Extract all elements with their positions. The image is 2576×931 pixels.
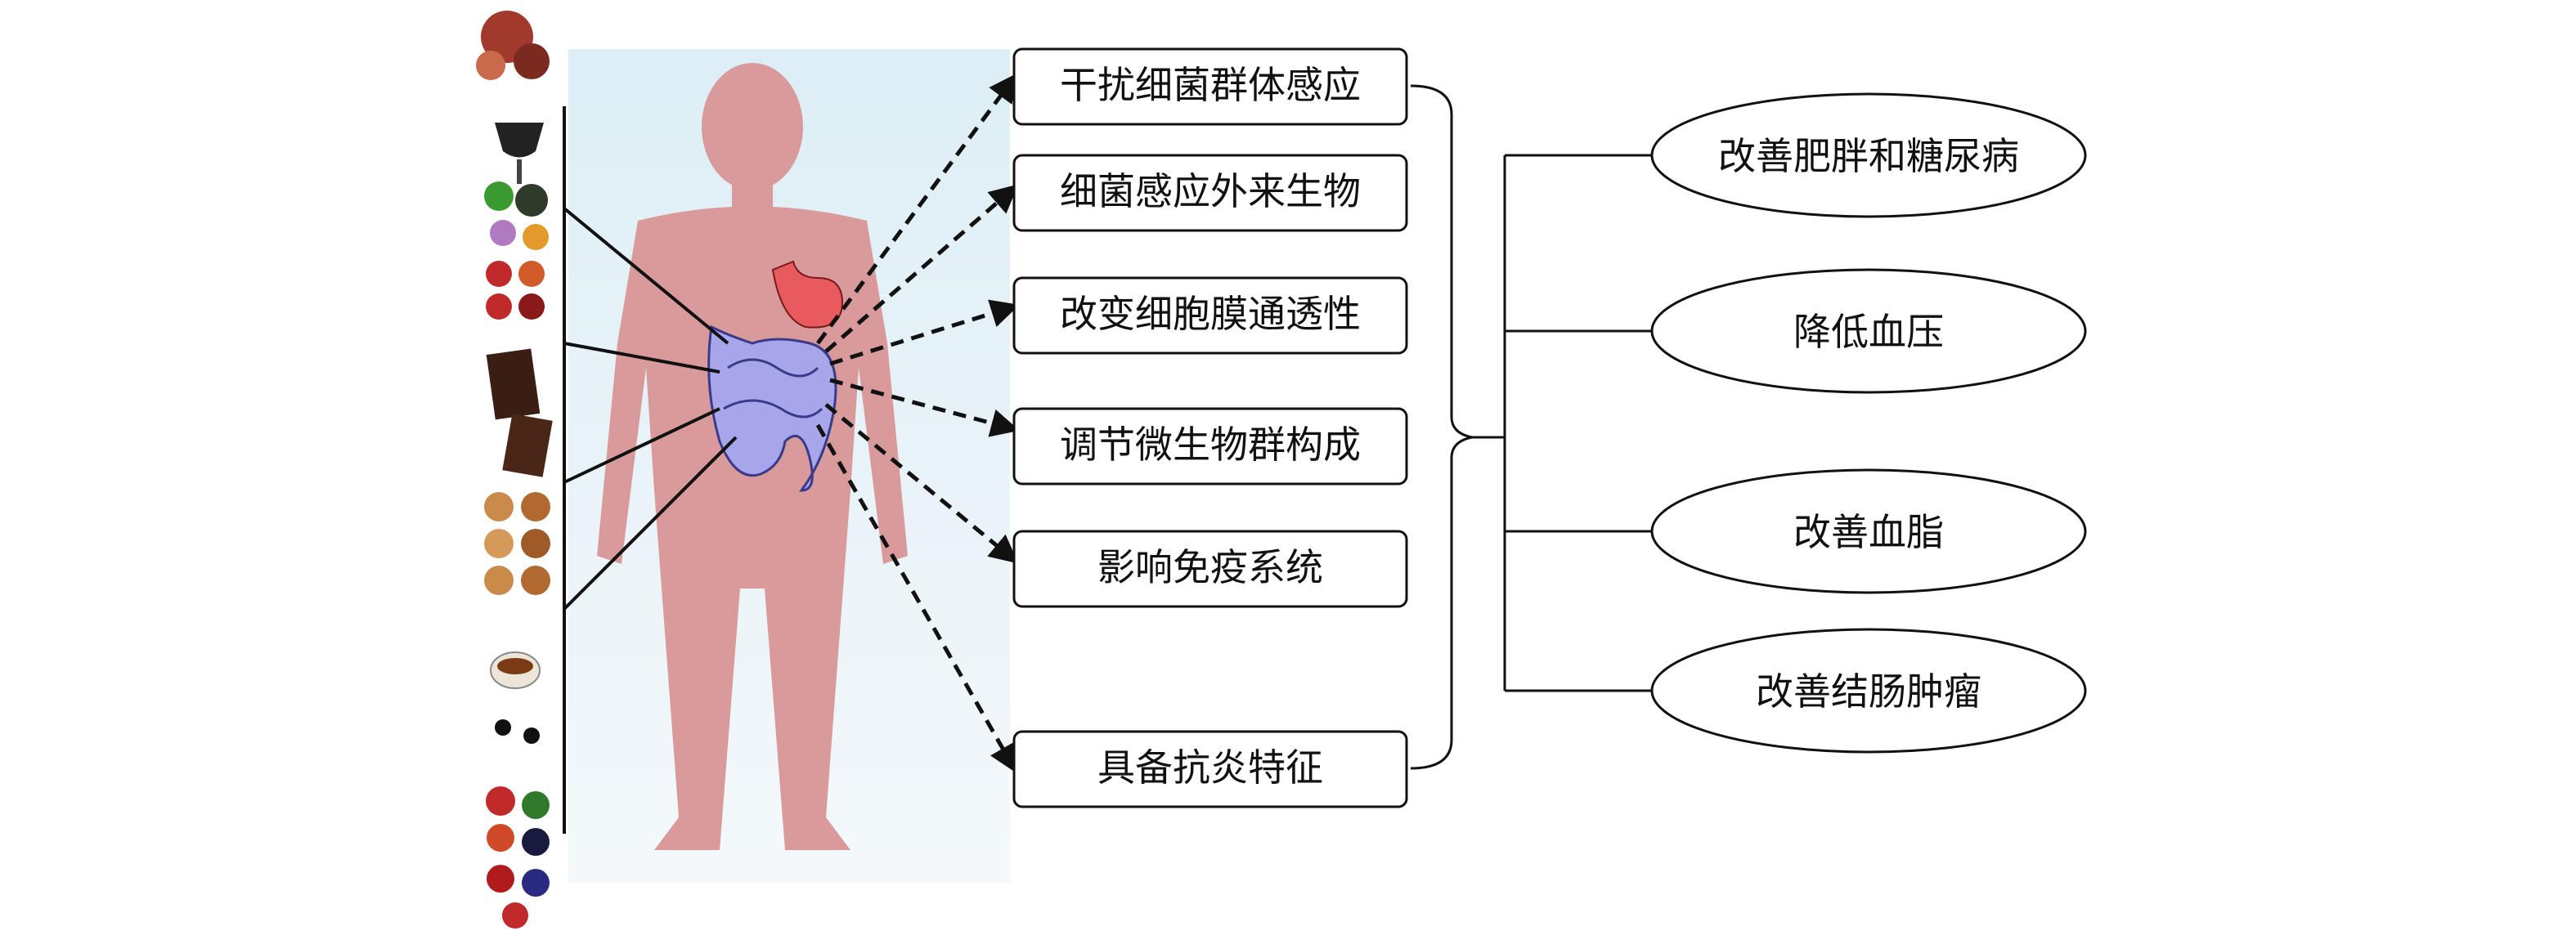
grouping-brace xyxy=(1410,84,1473,770)
benefit-connectors xyxy=(1472,154,1652,692)
mechanism-arrows xyxy=(815,73,1020,774)
mechanism-label: 具备抗炎特征 xyxy=(1097,745,1323,790)
mechanism-label: 调节微生物群构成 xyxy=(1060,423,1361,467)
mechanism-box: 影响免疫系统 xyxy=(1012,530,1408,608)
mechanism-label: 改变细胞膜通透性 xyxy=(1060,292,1361,336)
benefit-ellipse: 改善肥胖和糖尿病 xyxy=(1650,92,2087,218)
benefit-ellipse: 降低血压 xyxy=(1650,268,2087,394)
benefit-list: 改善肥胖和糖尿病 降低血压 改善血脂 改善结肠肿瘤 xyxy=(1650,92,2087,754)
berries-icon xyxy=(486,261,545,320)
mechanism-box: 调节微生物群构成 xyxy=(1012,407,1408,486)
tea-cup-icon xyxy=(490,651,541,744)
benefit-label: 改善肥胖和糖尿病 xyxy=(1718,134,2019,178)
benefit-label: 降低血压 xyxy=(1793,310,1944,354)
digestive-system xyxy=(707,260,844,492)
benefit-ellipse: 改善血脂 xyxy=(1650,468,2087,594)
mechanism-box: 改变细胞膜通透性 xyxy=(1012,276,1408,355)
mixed-fruit-icon xyxy=(486,786,550,929)
intestine-icon xyxy=(707,325,837,492)
food-to-gut-lines xyxy=(563,207,738,611)
benefit-label: 改善结肠肿瘤 xyxy=(1756,669,1981,714)
wine-glass-icon xyxy=(495,123,544,184)
chocolate-icon xyxy=(486,348,553,477)
mechanism-box: 干扰细菌群体感应 xyxy=(1012,47,1408,126)
nuts-icon xyxy=(484,492,550,595)
stomach-icon xyxy=(771,260,844,329)
mechanism-box: 具备抗炎特征 xyxy=(1012,730,1408,808)
vegetables-icon xyxy=(484,181,549,250)
benefit-ellipse: 改善结肠肿瘤 xyxy=(1650,628,2087,754)
pomegranate-icon xyxy=(476,11,550,80)
mechanism-box: 细菌感应外来生物 xyxy=(1012,154,1408,232)
benefit-label: 改善血脂 xyxy=(1793,510,1944,554)
mechanism-label: 细菌感应外来生物 xyxy=(1060,169,1361,213)
food-column xyxy=(476,11,553,929)
mechanism-label: 影响免疫系统 xyxy=(1097,545,1323,589)
mechanism-list: 干扰细菌群体感应 细菌感应外来生物 改变细胞膜通透性 调节微生物群构成 影响免疫… xyxy=(1012,47,1408,808)
mechanism-label: 干扰细菌群体感应 xyxy=(1060,63,1361,107)
